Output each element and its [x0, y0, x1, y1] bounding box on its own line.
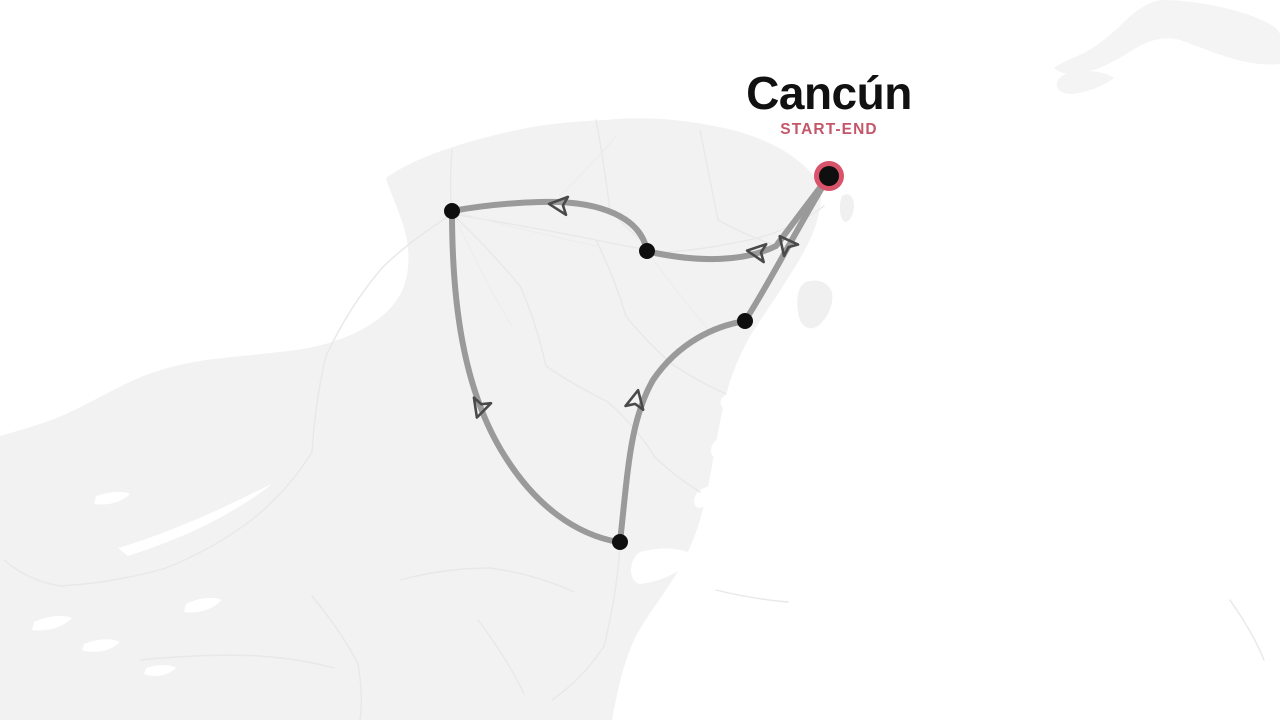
route-segment-cancun-valladolid[interactable]: [652, 173, 832, 263]
waypoint-merida[interactable]: [444, 203, 460, 219]
inland-lake-4: [82, 639, 120, 652]
faint-roads: [451, 135, 713, 335]
landmass-cuba-west: [1056, 71, 1114, 94]
inland-lake-2: [32, 615, 72, 631]
route-segments: [449, 173, 832, 545]
waypoint-tulum[interactable]: [737, 313, 753, 329]
route-segment-valladolid-merida[interactable]: [449, 198, 650, 254]
coastal-bay-chetumal: [631, 548, 696, 584]
landmass-cuba: [1054, 0, 1280, 75]
inland-lake-3: [184, 597, 222, 613]
coastal-bay-tulum: [720, 383, 766, 409]
waypoint-valladolid[interactable]: [639, 243, 655, 259]
direction-arrow-icon: [745, 242, 768, 264]
direction-arrow-icon: [624, 388, 645, 411]
island-cozumel: [797, 280, 833, 329]
route-segment-bacalar-tulum[interactable]: [617, 318, 748, 545]
waypoint-bacalar[interactable]: [612, 534, 628, 550]
route-direction-arrows: [472, 195, 800, 419]
direction-arrow-icon: [778, 234, 800, 258]
coastal-bay-sian-kaan: [710, 429, 764, 458]
route-segment-merida-bacalar[interactable]: [449, 208, 621, 545]
direction-arrow-icon: [547, 195, 570, 217]
start-end-marker[interactable]: [814, 161, 844, 191]
landmass-yucatan: [0, 118, 821, 720]
route-waypoints: [444, 203, 753, 550]
direction-arrow-icon: [472, 396, 493, 419]
island-isla-mujeres: [839, 194, 854, 222]
inland-lake-5: [144, 665, 176, 676]
inland-lake-1: [94, 491, 130, 505]
coastal-lagoon: [118, 484, 272, 556]
start-end-marker-core: [819, 166, 839, 186]
coastal-bay-south: [694, 479, 744, 508]
